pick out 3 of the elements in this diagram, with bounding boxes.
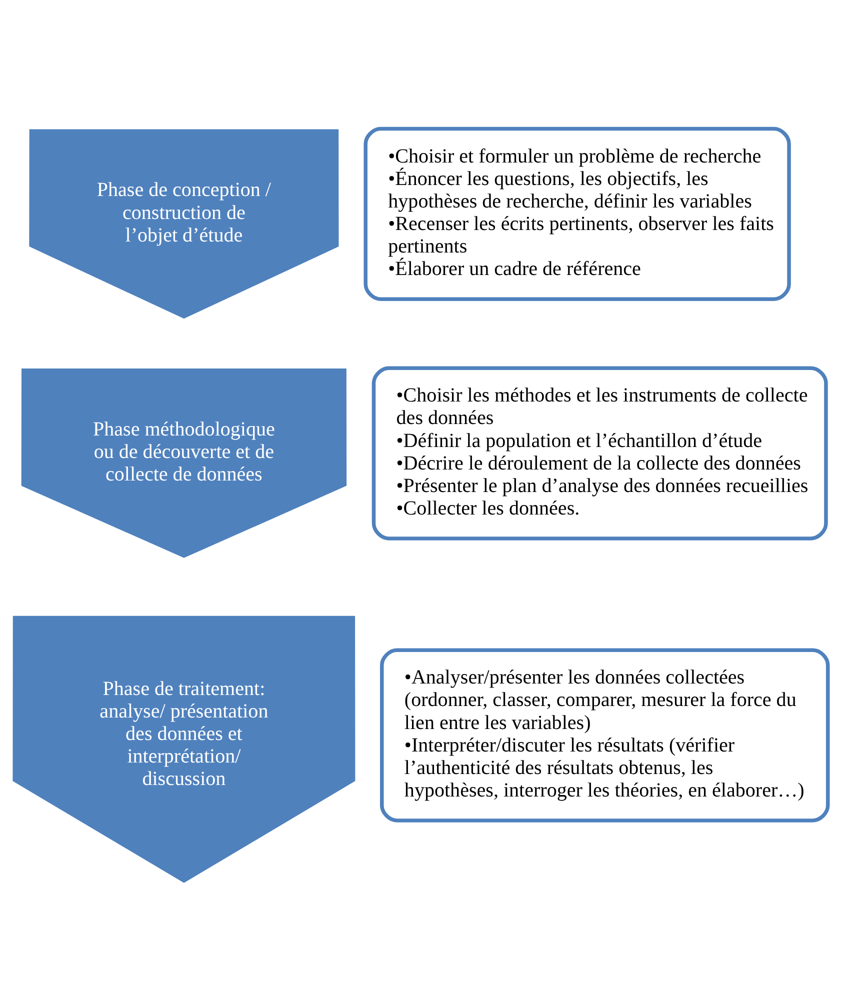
node-box: •Choisir les méthodes et les instruments de collecte des données •Définir la population et l’échantillon d’étude •Décrire le déroulement de la collecte des données •Présenter le plan d’analyse des données recueillies •Collecter les données. <box>372 366 828 540</box>
node-box: •Choisir et formuler un problème de recherche •Énoncer les questions, les objectifs, les hypothèses de recherche, définir les variables •Recenser les écrits pertinents, observer les faits pertinents •Élaborer un cadre de référence <box>364 126 791 302</box>
node-box: •Analyser/présenter les données collectées (ordonner, classer, comparer, mesurer la force du lien entre les variables) •Interpréter/discuter les résultats (vérifier l’authenticité des résultats obtenus, les hypothèses, interroger les théories, en élaborer…) <box>380 648 830 822</box>
